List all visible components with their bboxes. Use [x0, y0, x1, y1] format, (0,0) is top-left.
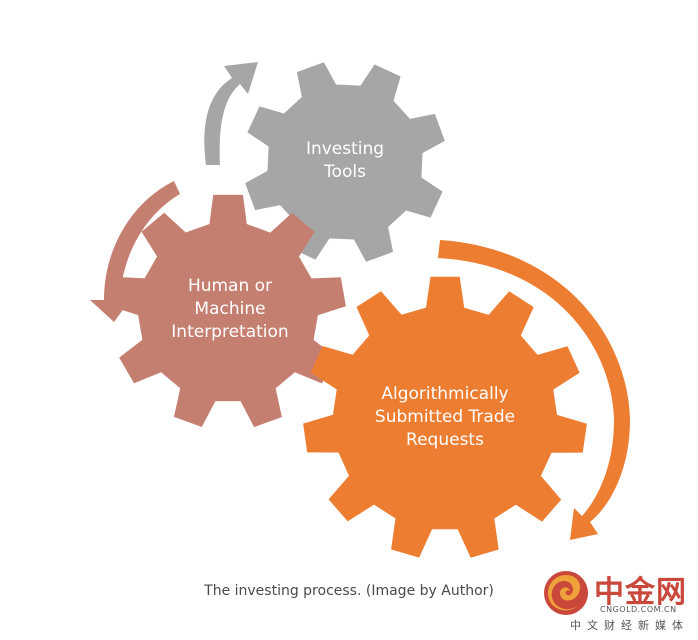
gear-label-line: Machine — [194, 299, 266, 319]
investing-tools-label: Investing Tools — [285, 138, 405, 184]
cngold-logo-text: 中金网 — [594, 575, 687, 610]
cycle-arrows — [90, 62, 630, 540]
gear-label-line: Algorithmically — [381, 384, 509, 404]
gear-label-line: Submitted Trade — [374, 407, 516, 427]
gear-label-line: Requests — [406, 430, 484, 450]
human-gear-shape — [110, 194, 346, 428]
gear-label-line: Human or — [187, 276, 273, 296]
figure-caption: The investing process. (Image by Author) — [204, 583, 494, 599]
human-machine-gear — [110, 194, 346, 428]
grey-curved-arrow — [204, 62, 258, 165]
cngold-slogan: 中文财经新媒体 — [570, 619, 689, 632]
cngold-watermark: 中金网 CNGOLD.COM.CN 中文财经新媒体 — [540, 565, 690, 637]
investing-tools-gear — [245, 62, 445, 262]
cngold-logo-icon — [544, 571, 588, 615]
algo-gear-shape — [303, 276, 587, 558]
gear-label-line: Investing — [305, 139, 385, 159]
human-machine-label: Human or Machine Interpretation — [150, 275, 310, 344]
algorithmic-trade-label: Algorithmically Submitted Trade Requests — [360, 383, 530, 452]
gear-label-line: Tools — [324, 162, 366, 182]
algorithmic-trade-gear — [303, 276, 587, 558]
tools-gear-shape — [245, 62, 445, 262]
cngold-domain: CNGOLD.COM.CN — [600, 605, 677, 614]
rose-curved-arrow — [90, 181, 180, 322]
orange-curved-arrow — [438, 240, 630, 540]
gear-label-line: Interpretation — [171, 322, 289, 342]
